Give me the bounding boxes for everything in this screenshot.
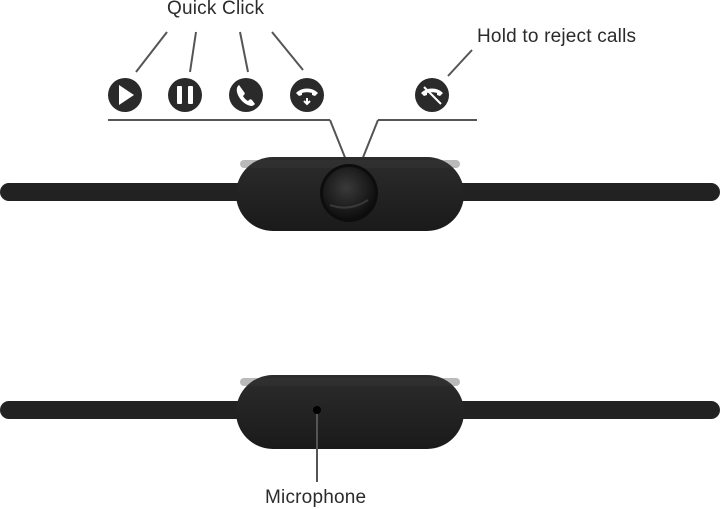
quick-click-label: Quick Click <box>167 0 265 19</box>
phone-answer-icon <box>229 78 263 112</box>
pause-icon <box>168 78 202 112</box>
reject-leader <box>447 49 473 77</box>
quick-click-leaders <box>135 31 304 73</box>
hold-to-reject-label: Hold to reject calls <box>477 26 637 47</box>
microphone-label: Microphone <box>265 487 367 508</box>
hang-up-icon <box>290 78 324 112</box>
microphone-hole <box>313 406 321 414</box>
play-icon <box>108 78 142 112</box>
bracket-lines <box>108 119 477 161</box>
reject-call-icon <box>415 78 449 112</box>
microphone-module-body <box>236 375 464 449</box>
multifunction-button[interactable] <box>320 164 378 222</box>
